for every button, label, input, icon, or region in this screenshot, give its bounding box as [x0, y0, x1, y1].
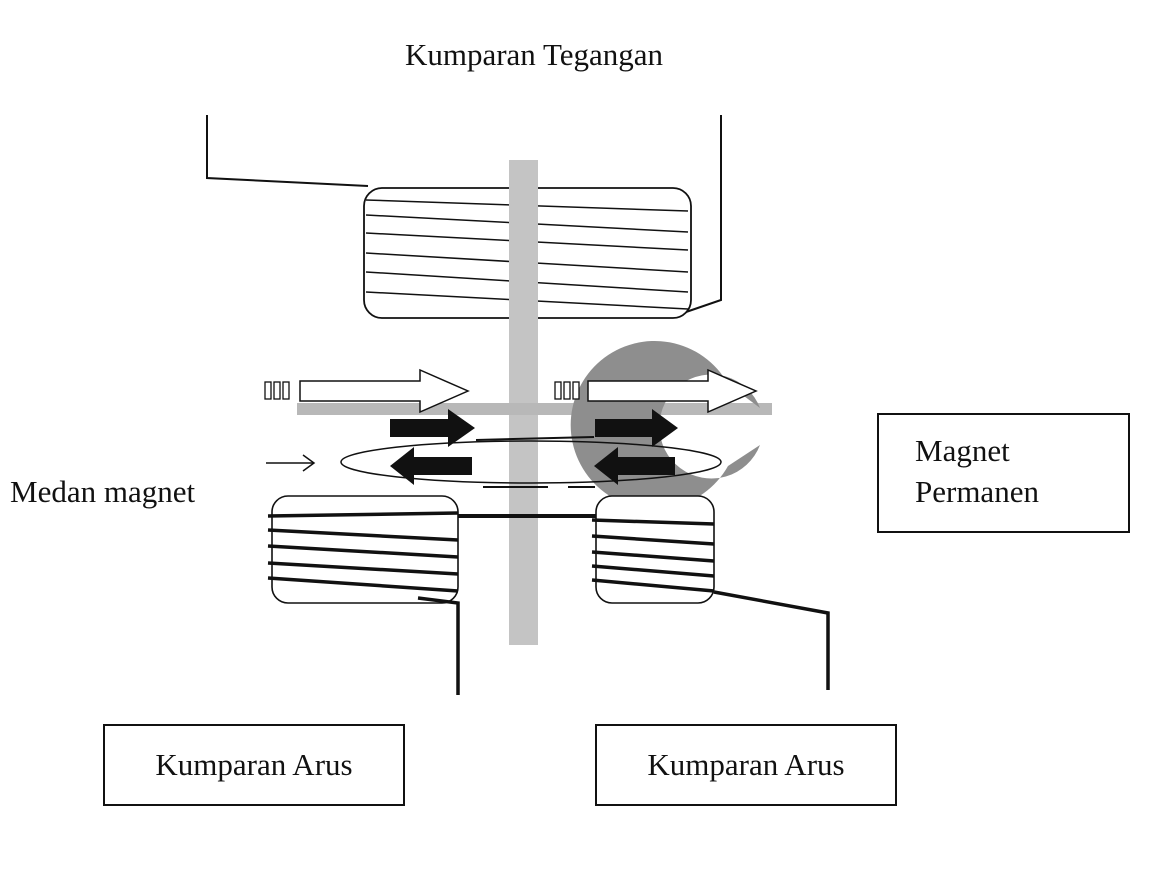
current-coil-left	[267, 495, 460, 695]
flux-arrow-right	[554, 368, 758, 414]
current-coil-right	[591, 495, 830, 690]
eddy-line-top	[475, 436, 595, 441]
flux-arrow-left	[264, 368, 470, 414]
magnetic-field-label: Medan magnet	[10, 474, 195, 509]
current-coil-left-label-box	[103, 724, 405, 806]
voltage-coil-lead-right	[685, 115, 722, 313]
eddy-arrow-left-1	[390, 447, 472, 485]
eddy-arrow-right-1	[390, 409, 475, 447]
magnetic-field-loop	[340, 440, 722, 484]
voltage-coil-label: Kumparan Tegangan	[405, 37, 664, 72]
permanent-magnet-label-line1: Magnet	[915, 433, 1010, 468]
rotor-disc-bar	[297, 403, 772, 415]
eddy-arrow-left-2	[594, 447, 675, 485]
current-coil-left-label: Kumparan Arus	[155, 747, 352, 782]
field-pointer-arrow	[266, 454, 316, 472]
current-coil-right-label: Kumparan Arus	[647, 747, 844, 782]
permanent-magnet-label-box	[877, 413, 1130, 533]
rotor-shaft	[509, 160, 538, 645]
eddy-arrow-right-2	[595, 409, 678, 447]
voltage-coil-lead-left	[206, 115, 369, 187]
current-coil-right-label-box	[595, 724, 897, 806]
permanent-magnet-label-line2: Permanen	[915, 474, 1039, 509]
